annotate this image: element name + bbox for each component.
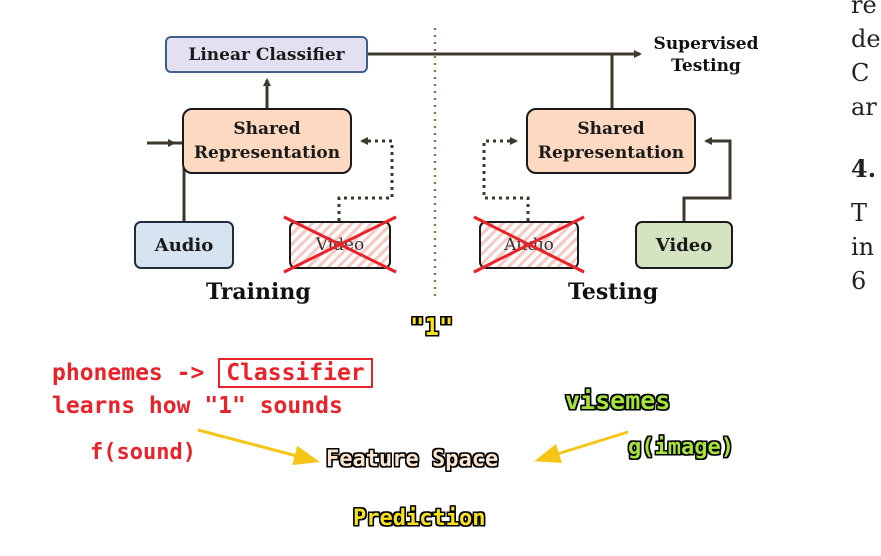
audio-training-box: Audio — [134, 221, 234, 269]
training-label: Training — [206, 279, 311, 305]
supervised-testing-label: Supervised Testing — [653, 34, 759, 76]
visemes-annotation: visemes — [565, 386, 671, 415]
testing-label: Testing — [568, 279, 659, 305]
classifier-annotation-box: Classifier — [218, 358, 373, 388]
feature-space-annotation: Feature Space — [326, 447, 499, 472]
audio-to-shared-arrow — [147, 141, 186, 221]
linear-classifier-label: Linear Classifier — [188, 44, 345, 65]
shared-representation-testing: Shared Representation — [526, 108, 696, 174]
one-annotation: "1" — [410, 313, 454, 341]
audio-testing-box: Audio — [479, 221, 579, 269]
f-sound-annotation: f(sound) — [90, 440, 196, 465]
learns-annotation: learns how "1" sounds — [52, 393, 343, 419]
video-training-box: Video — [289, 221, 391, 269]
clipped-paper-text: re de C ar 4. T in 6 — [851, 0, 881, 295]
g-image-annotation: g(image) — [628, 435, 734, 460]
visemes-arrow — [534, 430, 629, 464]
video-to-shared-dotted — [337, 137, 394, 221]
video-testing-box: Video — [635, 221, 733, 269]
f-sound-arrow — [197, 428, 320, 466]
shared-representation-training: Shared Representation — [182, 108, 352, 174]
audio-test-to-shared-dotted — [482, 137, 530, 221]
phonemes-annotation: phonemes -> Classifier — [52, 357, 373, 389]
linear-classifier-box: Linear Classifier — [165, 36, 368, 73]
video-test-to-shared-arrow — [682, 137, 732, 221]
prediction-annotation: Prediction — [353, 506, 486, 531]
